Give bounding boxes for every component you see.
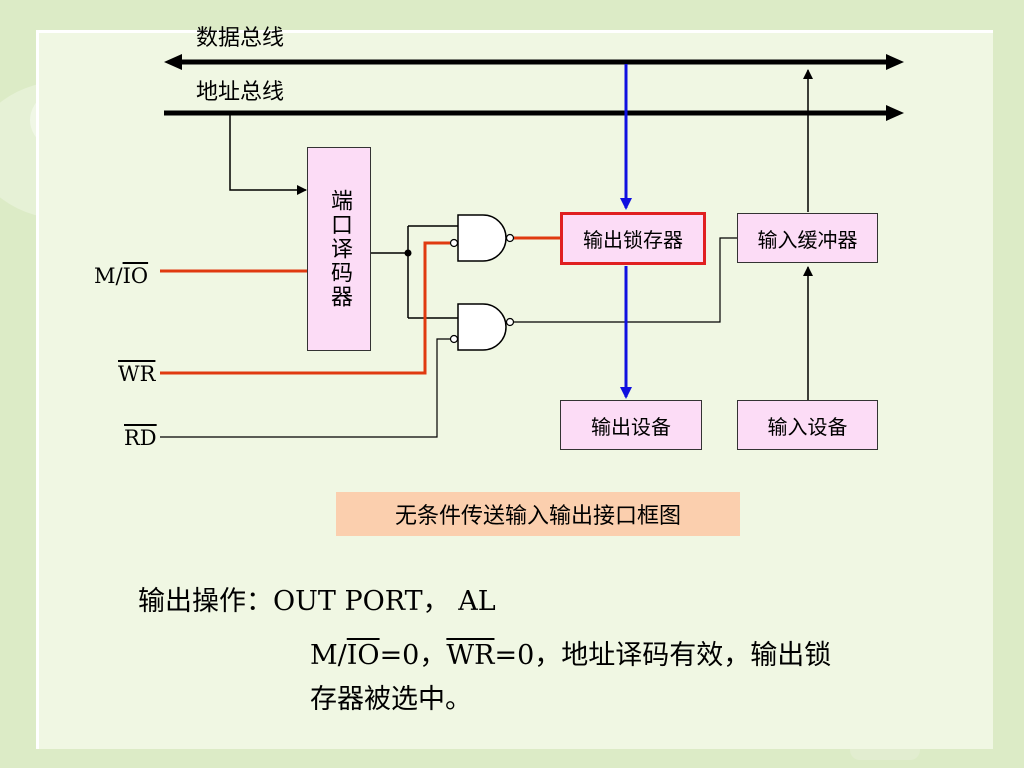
wr-line — [160, 241, 450, 375]
address-bus-label: 地址总线 — [196, 80, 285, 105]
output-latch-label: 输出锁存器 — [583, 228, 683, 252]
address-bus-line — [164, 105, 904, 121]
and-gate-input — [449, 303, 515, 351]
output-latch-box: 输出锁存器 — [560, 212, 706, 265]
m-io-label: M/IO — [94, 264, 149, 288]
content-panel — [36, 30, 993, 749]
port-decoder-box: 端口译码器 — [307, 147, 371, 351]
output-device-box: 输出设备 — [560, 400, 702, 450]
data-bus-label: 数据总线 — [196, 26, 285, 51]
input-device-box: 输入设备 — [737, 400, 878, 450]
data-bus-line — [164, 54, 904, 70]
input-buffer-box: 输入缓冲器 — [737, 213, 878, 263]
input-device-label: 输入设备 — [767, 414, 848, 439]
wr-label: WR — [118, 362, 156, 386]
result-line: 存器被选中。 — [310, 684, 472, 715]
address-to-decoder-line — [229, 113, 307, 195]
rd-line — [160, 338, 450, 438]
output-operation-line: 输出操作：OUT PORT， AL — [138, 586, 496, 617]
port-decoder-label: 端口译码器 — [327, 189, 352, 309]
gate-to-buffer-line — [514, 237, 737, 323]
input-buffer-label: 输入缓冲器 — [757, 227, 858, 252]
diagram-caption: 无条件传送输入输出接口框图 — [336, 492, 740, 536]
decoder-output-line — [371, 225, 458, 319]
condition-line: M/IO=0，WR=0，地址译码有效，输出锁 — [310, 640, 832, 671]
rd-label: RD — [124, 426, 157, 450]
and-gate-output — [449, 214, 515, 262]
output-device-label: 输出设备 — [591, 414, 671, 439]
